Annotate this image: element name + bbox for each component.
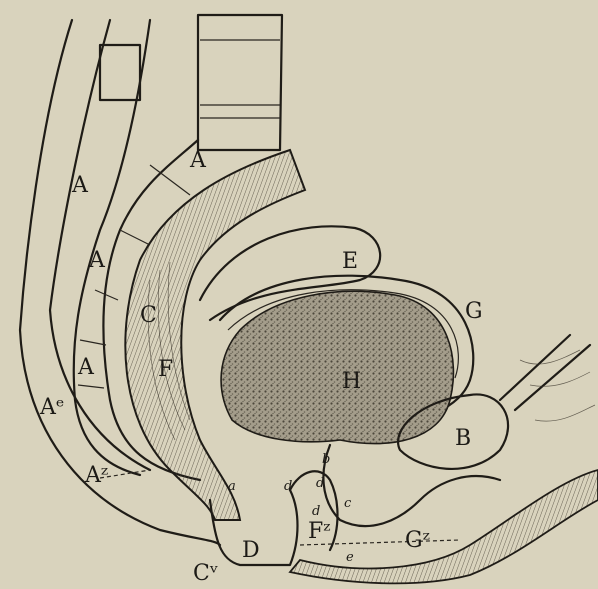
label-b: B — [455, 426, 471, 451]
label-c-v: Cᵛ — [193, 561, 218, 586]
label-b-small: b — [322, 452, 330, 467]
label-a4: A — [77, 355, 95, 380]
label-h: H — [342, 369, 361, 394]
label-a-small: a — [228, 479, 236, 494]
label-e-small: e — [346, 550, 354, 565]
label-f-z: Fᶻ — [308, 519, 331, 544]
label-g: G — [465, 299, 483, 324]
label-a3: A — [88, 248, 106, 273]
label-d-small-2: d — [316, 476, 324, 491]
label-c: C — [140, 303, 157, 328]
label-a1: A — [189, 148, 207, 173]
label-f: F — [158, 357, 173, 382]
label-a-z: Aᶻ — [84, 463, 108, 488]
label-d-small-1: d — [284, 479, 292, 494]
label-a2: A — [71, 173, 89, 198]
label-a-e: Aᵉ — [39, 395, 64, 420]
label-d-small-3: d — [312, 504, 320, 519]
label-e: E — [342, 249, 358, 274]
label-d: D — [242, 538, 260, 563]
label-c-small: c — [344, 496, 352, 511]
label-g-z: Gᶻ — [405, 528, 430, 553]
